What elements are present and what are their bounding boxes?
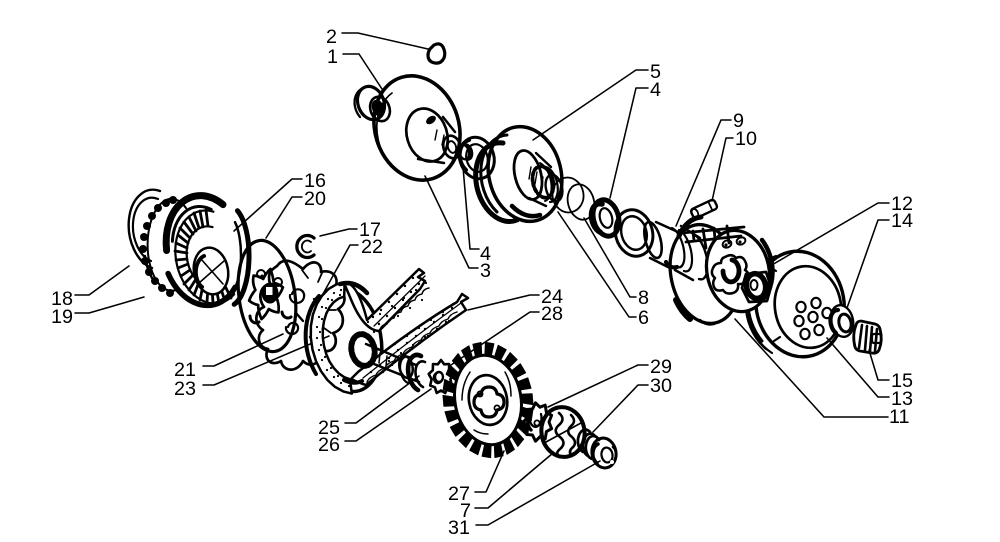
svg-text:10: 10 [735,128,757,150]
svg-text:7: 7 [460,500,471,522]
svg-text:22: 22 [361,236,383,258]
svg-text:29: 29 [650,356,672,378]
svg-text:19: 19 [51,306,73,328]
svg-text:31: 31 [448,517,470,539]
svg-text:17: 17 [359,219,381,241]
svg-text:12: 12 [891,193,913,215]
svg-text:23: 23 [174,378,196,400]
svg-text:20: 20 [304,188,326,210]
svg-text:25: 25 [318,417,340,439]
svg-text:4: 4 [480,243,491,265]
svg-text:21: 21 [174,359,196,381]
svg-text:30: 30 [650,375,672,397]
svg-text:14: 14 [891,210,913,232]
svg-text:1: 1 [327,46,338,68]
svg-text:11: 11 [889,406,910,428]
svg-text:13: 13 [891,388,913,410]
svg-text:5: 5 [650,61,661,83]
svg-text:27: 27 [448,483,470,505]
svg-text:3: 3 [480,260,491,282]
svg-text:15: 15 [891,370,913,392]
svg-text:24: 24 [541,286,563,308]
svg-text:6: 6 [638,307,649,329]
svg-text:26: 26 [318,434,340,456]
svg-text:2: 2 [326,26,337,48]
svg-text:8: 8 [638,287,649,309]
svg-text:18: 18 [51,288,73,310]
svg-text:28: 28 [541,303,563,325]
svg-text:4: 4 [650,79,661,101]
svg-text:16: 16 [304,170,326,192]
svg-text:9: 9 [733,110,744,132]
